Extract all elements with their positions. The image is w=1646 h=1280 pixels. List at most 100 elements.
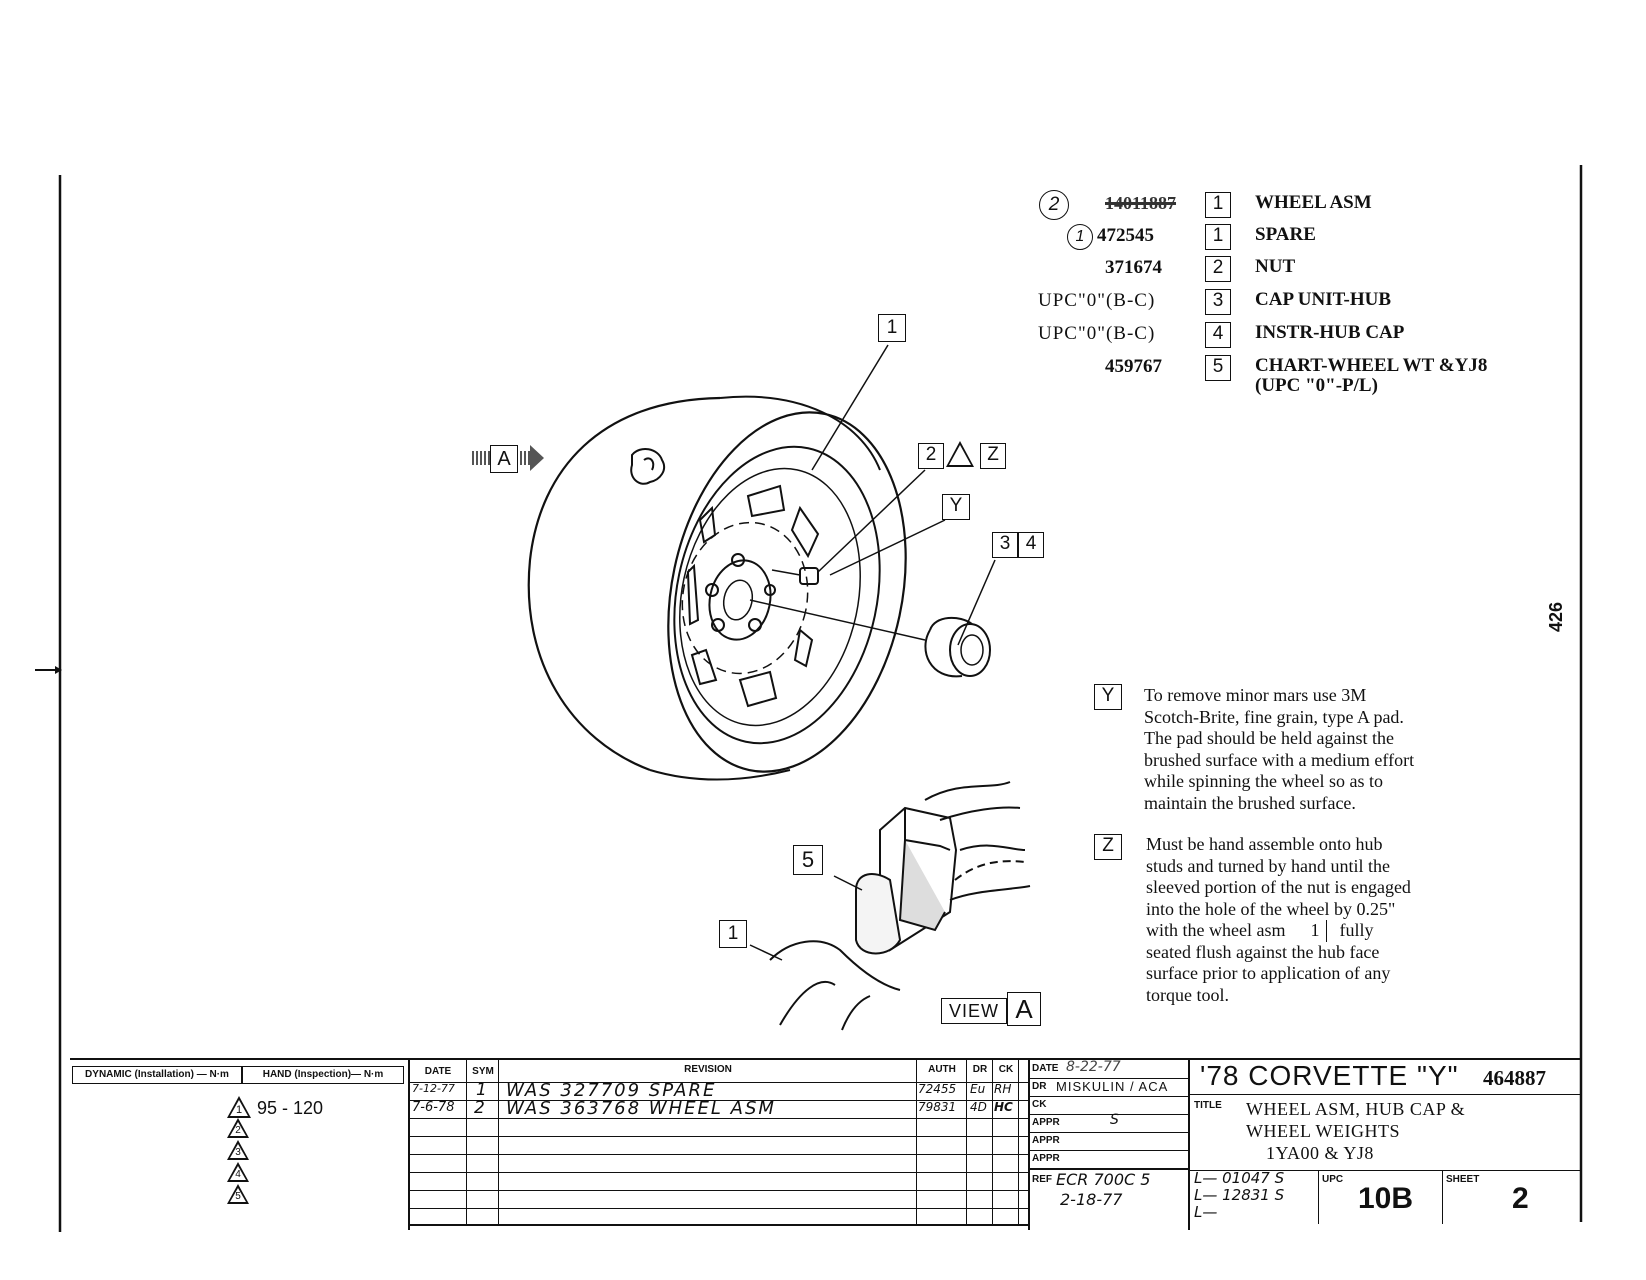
ref-value: ECR 700C 5: [1056, 1170, 1151, 1189]
rev-sym: 2: [474, 1098, 485, 1118]
bottom-rule: [70, 1058, 1582, 1060]
rev-ck: RH: [994, 1082, 1012, 1096]
title-line: WHEEL ASM, HUB CAP &: [1246, 1099, 1466, 1119]
change-symbol-circle: 2: [1039, 190, 1069, 220]
l-number: L—: [1194, 1203, 1218, 1221]
approval-row-ref: REF ECR 700C 5 2-18-77: [1030, 1170, 1190, 1224]
page-number: 426: [1546, 601, 1566, 632]
margin-arrow: [35, 666, 62, 674]
callout-view-a-letter: A: [490, 445, 518, 473]
note-line: The pad should be held against the: [1144, 728, 1394, 748]
l-number: L— 12831 S: [1194, 1186, 1285, 1204]
parts-row-1: 2 14011887 1 WHEEL ASM: [1035, 190, 1535, 220]
ref-date: 2-18-77: [1060, 1190, 1123, 1209]
parts-row-6: 459767 5 CHART-WHEEL WT &YJ8 (UPC "0"-P/…: [1035, 353, 1555, 403]
upc-value: 10B: [1358, 1182, 1414, 1215]
label: CK: [1032, 1099, 1047, 1110]
view-label-letter: A: [1007, 992, 1041, 1026]
value: 8-22-77: [1066, 1059, 1121, 1075]
callout-item-1-top: 1: [878, 314, 906, 342]
torque-triangle-icon: 1: [227, 1096, 251, 1118]
note-line: seated flush against the hub face: [1146, 941, 1380, 962]
torque-triangle-icon: 5: [227, 1184, 249, 1204]
title-line: WHEEL WEIGHTS: [1246, 1121, 1400, 1141]
note-line: Scotch-Brite, fine grain, type A pad.: [1144, 706, 1404, 727]
rev-sym: 1: [476, 1080, 487, 1100]
item-number-box: 1: [1205, 224, 1231, 250]
rev-dr: Eu: [970, 1082, 986, 1096]
note-line: Must be hand assemble onto hub: [1146, 834, 1383, 854]
callout-item-5: 5: [793, 845, 823, 875]
note-line: studs and turned by hand until the: [1146, 855, 1390, 876]
note-line: brushed surface with a medium effort: [1144, 749, 1415, 770]
torque-triangle-icon: 3: [227, 1140, 249, 1160]
part-description: WHEEL ASM: [1255, 192, 1372, 213]
part-number: 371674: [1105, 257, 1162, 278]
note-line: with the wheel asm 1 fully: [1146, 920, 1566, 942]
view-a-pointer: A: [472, 445, 544, 473]
model-name: '78 CORVETTE "Y": [1200, 1060, 1459, 1091]
note-y-text: To remove minor mars use 3M Scotch-Brite…: [1144, 685, 1564, 814]
note-line: maintain the brushed surface.: [1144, 792, 1356, 813]
part-description: SPARE: [1255, 224, 1316, 245]
torque-triangle-icon: [946, 441, 974, 467]
revision-table: DATE SYM REVISION AUTH DR CK 7-12-77 1 W…: [408, 1060, 1030, 1230]
approval-row-appr-1: APPR S: [1030, 1112, 1190, 1133]
sheet-label: SHEET: [1446, 1174, 1480, 1185]
view-a-illustration: [749, 781, 1031, 1031]
title-line: 1YA00 & YJ8: [1266, 1143, 1374, 1163]
label: REF: [1032, 1174, 1052, 1185]
wheel-illustration: [527, 344, 996, 781]
upc-label: UPC: [1322, 1174, 1344, 1185]
torque-triangle-icon: 2: [227, 1118, 249, 1138]
rev-header-sym: SYM: [466, 1060, 499, 1082]
part-description: CHART-WHEEL WT &YJ8: [1255, 355, 1488, 376]
hand-header: HAND (Inspection)— N·m: [242, 1066, 404, 1084]
parts-row-5: UPC"0"(B-C) 4 INSTR-HUB CAP: [1035, 320, 1535, 350]
approval-block: DATE 8-22-77 DR MISKULIN / ACA CK APPR S…: [1028, 1059, 1190, 1230]
rev-text: WAS 327709 SPARE: [506, 1080, 717, 1101]
part-number: 459767: [1105, 356, 1162, 377]
l-number: L— 01047 S: [1194, 1169, 1285, 1187]
value: MISKULIN / ACA: [1056, 1079, 1169, 1094]
note-fragment: fully: [1339, 920, 1374, 940]
note-line: To remove minor mars use 3M: [1144, 685, 1367, 705]
note-line: while spinning the wheel so as to: [1144, 771, 1383, 791]
part-description: NUT: [1255, 256, 1296, 277]
callout-note-y: Y: [942, 494, 970, 520]
item-number-box: 5: [1205, 355, 1231, 381]
rev-auth: 72455: [918, 1082, 957, 1096]
approval-row-appr-2: APPR: [1030, 1132, 1190, 1151]
rev-date: 7-6-78: [412, 1100, 455, 1115]
rev-dr: 4D: [970, 1100, 987, 1114]
rev-ck: HC: [994, 1100, 1013, 1114]
title-label: TITLE: [1194, 1100, 1222, 1111]
part-number: 14011887: [1105, 193, 1177, 213]
label: DATE: [1032, 1063, 1059, 1074]
label: APPR: [1032, 1117, 1060, 1128]
value: S: [1110, 1112, 1119, 1128]
drawing-number: 464887: [1483, 1066, 1546, 1090]
approval-row-dr: DR MISKULIN / ACA: [1030, 1078, 1190, 1097]
l-numbers: L— 01047 S L— 12831 S L—: [1194, 1170, 1284, 1221]
note-line: torque tool.: [1146, 984, 1229, 1005]
rev-header-date: DATE: [424, 1066, 452, 1077]
dynamic-header: DYNAMIC (Installation) — N·m: [72, 1066, 242, 1084]
part-description-line2: (UPC "0"-P/L): [1255, 375, 1378, 396]
item-number-box: 2: [1205, 256, 1231, 282]
part-description: CAP UNIT-HUB: [1255, 289, 1392, 310]
note-fragment: with the wheel asm: [1146, 920, 1286, 940]
approval-row-ck: CK: [1030, 1096, 1190, 1115]
rev-header-dr: DR: [966, 1060, 993, 1082]
note-line: sleeved portion of the nut is engaged: [1146, 877, 1411, 897]
rev-header-revision: REVISION: [498, 1060, 917, 1082]
callout-item-3: 3: [992, 532, 1018, 558]
item-number-box: 3: [1205, 289, 1231, 315]
item-number-box: 1: [1205, 192, 1231, 218]
note-line: into the hole of the wheel by 0.25": [1146, 898, 1396, 919]
title-block: '78 CORVETTE "Y" 464887 TITLE WHEEL ASM,…: [1188, 1060, 1584, 1230]
torque-value: 95 - 120: [257, 1098, 324, 1118]
callout-item-1-bottom: 1: [719, 920, 747, 948]
note-z-text: Must be hand assemble onto hub studs and…: [1146, 834, 1566, 1006]
